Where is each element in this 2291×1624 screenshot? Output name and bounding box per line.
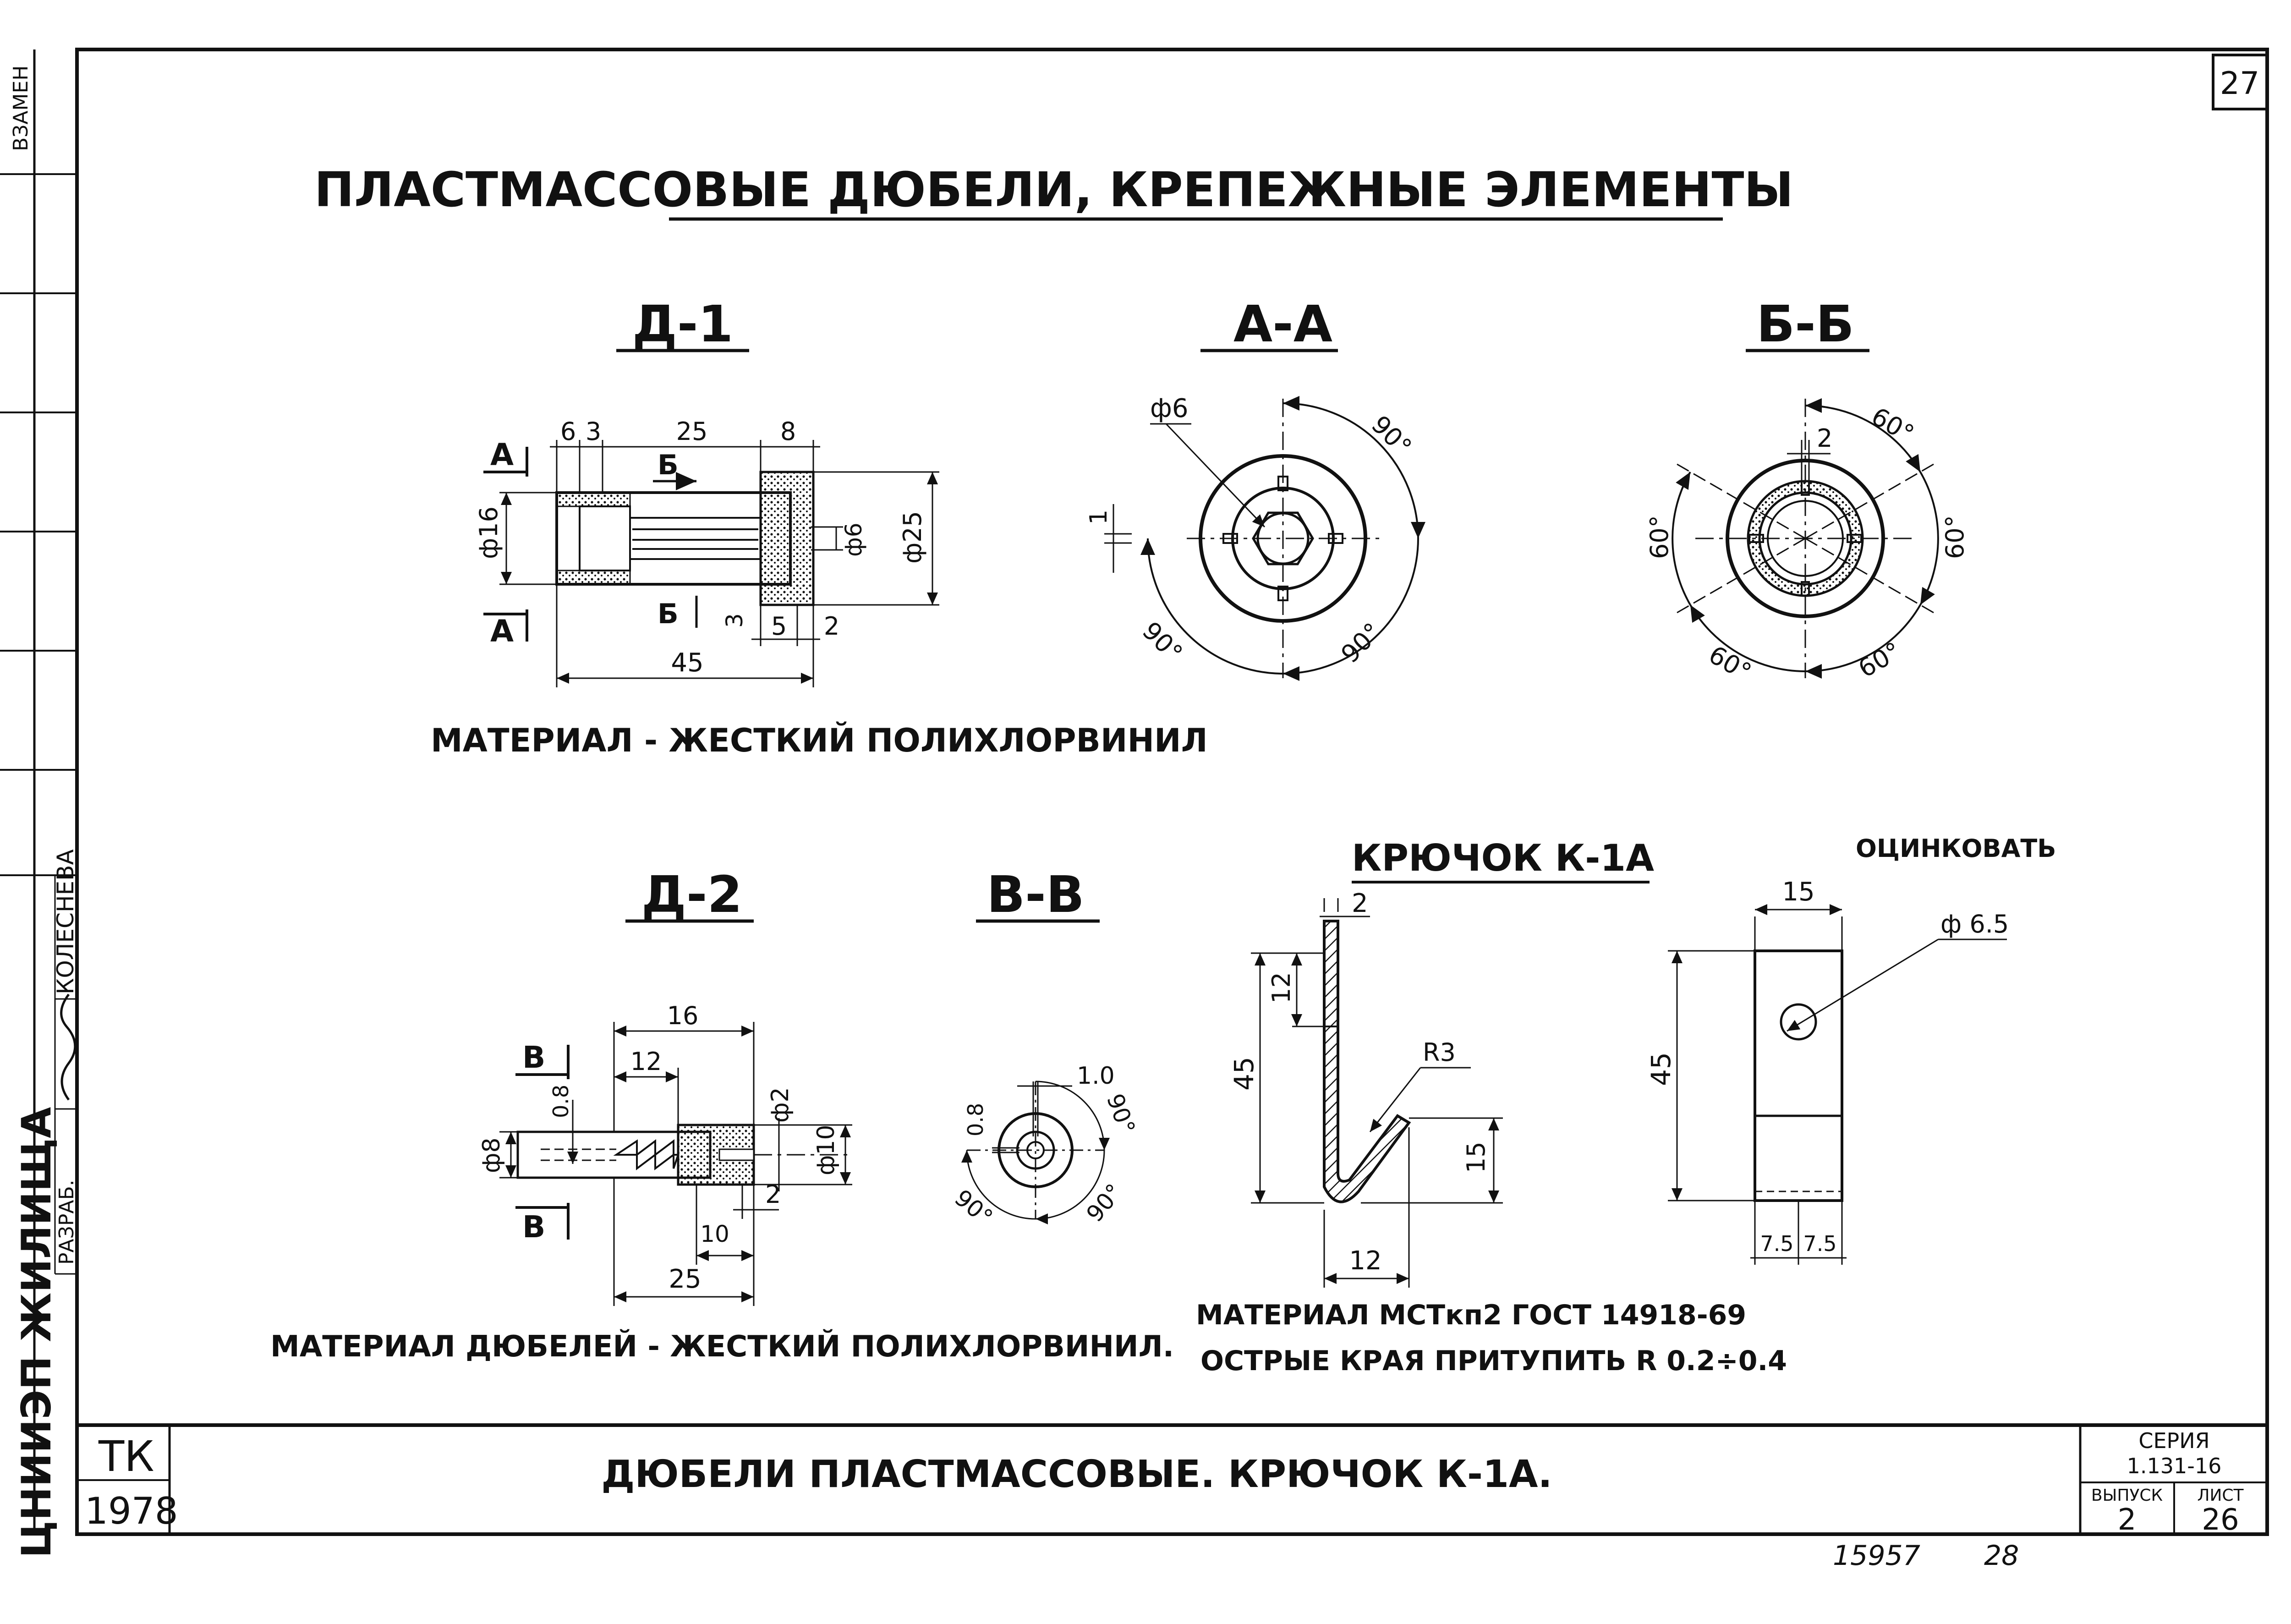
footer-inventory: 15957 (1833, 1540, 1920, 1572)
d2-serrations (613, 1139, 680, 1170)
d1-dim-25: 25 (676, 417, 708, 446)
d2-material: МАТЕРИАЛ ДЮБЕЛЕЙ - ЖЕСТКИЙ ПОЛИХЛОРВИНИЛ… (270, 1329, 1174, 1364)
d1-dim-3b: 3 (721, 613, 748, 628)
d1-wall-bottom (556, 570, 631, 585)
d1-dim-2: 2 (824, 612, 839, 641)
view-d1: Д-1 6 3 25 8 А А Б Б (431, 295, 1208, 759)
tb-issue-label: ВЫПУСК (2091, 1486, 2163, 1505)
d1-flange (759, 471, 815, 606)
side-top-text: ВЗАМЕН (9, 66, 33, 151)
view-hook: КРЮЧОК К-1А ОЦИНКОВАТЬ 2 12 45 R3 15 12 (1196, 834, 2056, 1377)
view-aa: А-А 90° 90° 90° ф6 1 (1085, 295, 1425, 681)
aa-dim-90-bl: 90° (1137, 616, 1188, 668)
tb-year: 1978 (85, 1490, 178, 1532)
title-block: ТК 1978 ДЮБЕЛИ ПЛАСТМАССОВЫЕ. КРЮЧОК К-1… (77, 1423, 2267, 1537)
footer-page: 28 (1984, 1540, 2019, 1572)
d2-dim-16: 16 (667, 1001, 699, 1030)
hook-dim-r3: R3 (1423, 1038, 1456, 1067)
d2-dim-d2: ф2 (767, 1087, 794, 1123)
view-d2: Д-2 16 12 В В 0.8 ф2 ф8 ф10 (270, 865, 1174, 1364)
aa-dim-90-br: 90° (1336, 617, 1387, 669)
d1-dim-d16: ф16 (474, 506, 503, 559)
d2-label: Д-2 (641, 865, 742, 924)
d2-dim-d8: ф8 (478, 1137, 505, 1173)
d1-material: МАТЕРИАЛ - ЖЕСТКИЙ ПОЛИХЛОРВИНИЛ (431, 722, 1208, 759)
d1-section-a-bottom: А (490, 614, 514, 649)
view-vv: В-В 1.0 0.8 90° 90° 90° (949, 865, 1140, 1231)
vv-dim-1-0: 1.0 (1077, 1062, 1115, 1090)
d1-dim-45: 45 (671, 648, 703, 678)
d1-section-b-bottom: Б (658, 598, 679, 630)
bb-dim-60-tr: 60° (1867, 402, 1919, 449)
d2-dim-25: 25 (669, 1264, 701, 1294)
hook-dim-12b: 12 (1349, 1246, 1381, 1276)
hook-dim-15a: 15 (1462, 1141, 1491, 1173)
hook-profile (1323, 920, 1411, 1203)
aa-dim-d6: ф6 (1150, 394, 1189, 423)
aa-label: А-А (1233, 295, 1332, 353)
bb-dim-60-bl: 60° (1704, 640, 1756, 687)
tb-sheet-label: ЛИСТ (2197, 1486, 2244, 1505)
side-role: РАЗРАБ. (55, 1180, 78, 1265)
hook-hole (1780, 1003, 1817, 1041)
tb-series-label: СЕРИЯ (2138, 1428, 2209, 1453)
hook-dim-7-5a: 7.5 (1760, 1231, 1793, 1256)
sheet-number-box: 27 (2212, 54, 2269, 110)
view-bb: Б-Б 60° 60° 60° 60° 60° 2 (1645, 295, 1969, 687)
page-title: ПЛАСТМАССОВЫЕ ДЮБЕЛИ, КРЕПЕЖНЫЕ ЭЛЕМЕНТЫ (314, 162, 1793, 218)
vv-label: В-В (987, 865, 1084, 924)
aa-dim-1: 1 (1085, 510, 1113, 525)
tb-name: ДЮБЕЛИ ПЛАСТМАССОВЫЕ. КРЮЧОК К-1А. (601, 1453, 1552, 1496)
hook-dim-7-5b: 7.5 (1803, 1231, 1836, 1256)
d1-wall-top (556, 492, 631, 507)
d1-dim-d25: ф25 (898, 511, 927, 564)
bb-dim-2: 2 (1817, 424, 1832, 453)
tb-series: 1.131-16 (2127, 1454, 2222, 1478)
d1-dim-d6: ф6 (840, 522, 867, 557)
d1-dim-3: 3 (586, 417, 601, 446)
d1-label: Д-1 (632, 295, 733, 353)
d2-section-v-bottom: В (522, 1209, 545, 1245)
vv-dim-0-8: 0.8 (963, 1103, 988, 1136)
bb-label: Б-Б (1756, 295, 1854, 353)
hook-dim-15b: 15 (1782, 877, 1814, 907)
aa-dim-90-tr: 90° (1366, 410, 1417, 461)
d1-section-b-top: Б (658, 449, 679, 481)
sheet-number: 27 (2220, 66, 2260, 102)
signature (60, 993, 77, 1101)
side-org: ЦНИИЭП ЖИЛИЩА (13, 1107, 60, 1558)
tb-sheet: 26 (2202, 1503, 2239, 1537)
d1-section-a-top: А (490, 437, 514, 472)
hook-dim-2: 2 (1352, 889, 1368, 918)
d2-dim-d10: ф10 (812, 1125, 840, 1175)
side-name: КОЛЕСНЕВА (52, 849, 79, 994)
side-strip: ВЗАМЕН КОЛЕСНЕВА РАЗРАБ. ЦНИИЭП ЖИЛИЩА (0, 49, 79, 1558)
d1-dim-5: 5 (771, 612, 787, 641)
tb-code: ТК (98, 1432, 154, 1481)
hook-dim-45b: 45 (1645, 1052, 1677, 1086)
hook-edges: ОСТРЫЕ КРАЯ ПРИТУПИТЬ R 0.2÷0.4 (1200, 1345, 1787, 1377)
hook-note-top: ОЦИНКОВАТЬ (1856, 834, 2056, 863)
hook-material: МАТЕРИАЛ МСТкп2 ГОСТ 14918-69 (1196, 1299, 1746, 1331)
hook-dim-45: 45 (1228, 1057, 1260, 1091)
d2-dim-2: 2 (765, 1180, 781, 1209)
hook-dim-d6-5: ф 6.5 (1940, 910, 2009, 938)
d2-dim-0-8: 0.8 (548, 1085, 573, 1118)
bb-dim-60-l: 60° (1645, 515, 1674, 559)
d1-dim-8: 8 (780, 417, 796, 446)
vv-dim-90-br: 90° (1081, 1179, 1128, 1227)
hook-front (1754, 949, 1843, 1202)
hook-dim-12: 12 (1267, 972, 1296, 1004)
vv-dim-90-tr: 90° (1102, 1090, 1140, 1137)
d2-dim-10: 10 (700, 1221, 729, 1247)
tb-issue: 2 (2118, 1503, 2137, 1537)
d2-dim-12: 12 (630, 1047, 662, 1076)
hook-label: КРЮЧОК К-1А (1352, 837, 1654, 879)
bb-dim-60-br: 60° (1853, 636, 1906, 683)
d2-section-v-top: В (522, 1040, 545, 1075)
vv-dim-90-bl: 90° (949, 1185, 998, 1231)
bb-dim-60-r: 60° (1940, 515, 1969, 559)
d1-dim-6: 6 (560, 417, 576, 446)
